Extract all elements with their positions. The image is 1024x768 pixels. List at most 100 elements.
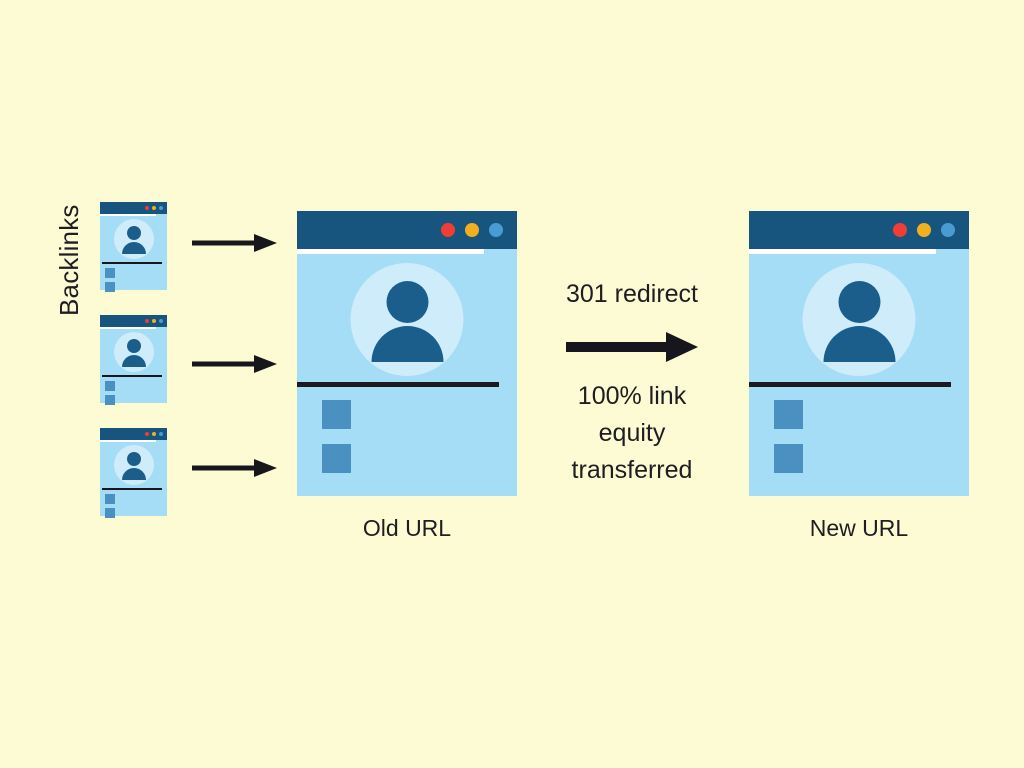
- backlink-thumbnail-1[interactable]: [100, 202, 167, 292]
- thumbnail-window-dots: [145, 206, 163, 210]
- user-avatar-icon: [802, 263, 916, 376]
- window-dot-yellow-icon: [152, 319, 156, 323]
- user-avatar-icon: [113, 332, 154, 372]
- content-text-lines: [822, 400, 954, 403]
- content-divider: [297, 382, 500, 387]
- avatar-body-shape: [371, 326, 443, 362]
- thumbnail-text-lines: [119, 381, 163, 382]
- arrow-right-icon: [192, 234, 277, 252]
- redirect-annotation: 301 redirect 100% link equity transferre…: [534, 278, 730, 489]
- window-dot-red-icon[interactable]: [441, 223, 455, 237]
- window-dot-red-icon: [145, 432, 149, 436]
- window-dot-blue-icon: [159, 319, 163, 323]
- thumbnail-divider: [102, 375, 162, 377]
- arrow-right-icon: [192, 459, 277, 477]
- list-item: [105, 508, 163, 518]
- window-dot-yellow-icon[interactable]: [917, 223, 931, 237]
- window-dot-red-icon[interactable]: [893, 223, 907, 237]
- avatar-head-shape: [838, 281, 880, 323]
- new-url-caption: New URL: [809, 515, 909, 541]
- browser-tab-indicator: [749, 249, 936, 254]
- window-dot-blue-icon: [159, 432, 163, 436]
- content-image-placeholder: [774, 400, 803, 429]
- content-divider: [749, 382, 952, 387]
- window-dot-blue-icon[interactable]: [489, 223, 503, 237]
- thumbnail-window-dots: [145, 319, 163, 323]
- thumbnail-text-lines: [119, 282, 163, 283]
- redirect-arrow: [566, 330, 698, 364]
- content-text-lines: [370, 444, 502, 447]
- thumbnail-content-rows: [105, 494, 163, 522]
- thumbnail-avatar-area: [100, 332, 167, 374]
- link-equity-label-line1: 100% link: [577, 382, 687, 410]
- redirect-type-label: 301 redirect: [565, 280, 699, 308]
- thumbnail-text-lines: [119, 508, 163, 509]
- backlink-thumbnail-3[interactable]: [100, 428, 167, 518]
- list-item: [105, 395, 163, 405]
- content-image-placeholder: [322, 444, 351, 473]
- backlink-arrow-2: [192, 354, 277, 374]
- browser-window-dots: [441, 223, 503, 237]
- thumbnail-text-lines: [119, 494, 163, 495]
- list-item: [774, 444, 954, 473]
- thumbnail-tab-indicator: [100, 214, 157, 216]
- thumbnail-titlebar: [100, 428, 167, 440]
- window-dot-blue-icon[interactable]: [941, 223, 955, 237]
- window-dot-blue-icon: [159, 206, 163, 210]
- thumbnail-image-placeholder: [105, 395, 115, 405]
- avatar-body-shape: [121, 468, 146, 480]
- backlinks-label: Backlinks: [54, 204, 84, 316]
- content-text-lines: [822, 444, 954, 447]
- new-url-browser-window[interactable]: [749, 211, 969, 496]
- thumbnail-tab-indicator: [100, 327, 157, 329]
- thumbnail-image-placeholder: [105, 494, 115, 504]
- content-text-lines: [370, 400, 502, 403]
- thumbnail-divider: [102, 262, 162, 264]
- window-dot-red-icon: [145, 206, 149, 210]
- thumbnail-tab-indicator: [100, 440, 157, 442]
- window-dot-red-icon: [145, 319, 149, 323]
- window-dot-yellow-icon: [152, 432, 156, 436]
- avatar-body-shape: [823, 326, 895, 362]
- thumbnail-image-placeholder: [105, 508, 115, 518]
- thumbnail-content-rows: [105, 381, 163, 409]
- avatar-head-shape: [126, 339, 141, 353]
- content-image-placeholder: [322, 400, 351, 429]
- backlink-thumbnail-2[interactable]: [100, 315, 167, 405]
- user-avatar-icon: [113, 219, 154, 259]
- avatar-body-shape: [121, 242, 146, 254]
- list-item: [105, 494, 163, 504]
- list-item: [322, 400, 502, 429]
- thumbnail-content-rows: [105, 268, 163, 296]
- thumbnail-image-placeholder: [105, 268, 115, 278]
- list-item: [105, 282, 163, 292]
- list-item: [105, 268, 163, 278]
- list-item: [105, 381, 163, 391]
- thumbnail-titlebar: [100, 202, 167, 214]
- user-avatar-icon: [113, 445, 154, 485]
- browser-window-dots: [893, 223, 955, 237]
- thumbnail-avatar-area: [100, 219, 167, 261]
- page-content-rows: [322, 400, 502, 488]
- list-item: [322, 444, 502, 473]
- avatar-head-shape: [126, 226, 141, 240]
- window-dot-yellow-icon: [152, 206, 156, 210]
- browser-titlebar: [297, 211, 517, 249]
- backlink-arrow-1: [192, 233, 277, 253]
- arrow-right-icon: [566, 332, 698, 362]
- list-item: [774, 400, 954, 429]
- window-dot-yellow-icon[interactable]: [465, 223, 479, 237]
- link-equity-label-line2: equity: [598, 419, 666, 447]
- old-url-browser-window[interactable]: [297, 211, 517, 496]
- avatar-head-shape: [126, 452, 141, 466]
- thumbnail-divider: [102, 488, 162, 490]
- browser-tab-indicator: [297, 249, 484, 254]
- avatar-head-shape: [386, 281, 428, 323]
- content-image-placeholder: [774, 444, 803, 473]
- thumbnail-titlebar: [100, 315, 167, 327]
- link-equity-label: 100% link equity transferred: [534, 378, 730, 489]
- avatar-body-shape: [121, 355, 146, 367]
- thumbnail-image-placeholder: [105, 282, 115, 292]
- old-url-caption: Old URL: [362, 515, 452, 541]
